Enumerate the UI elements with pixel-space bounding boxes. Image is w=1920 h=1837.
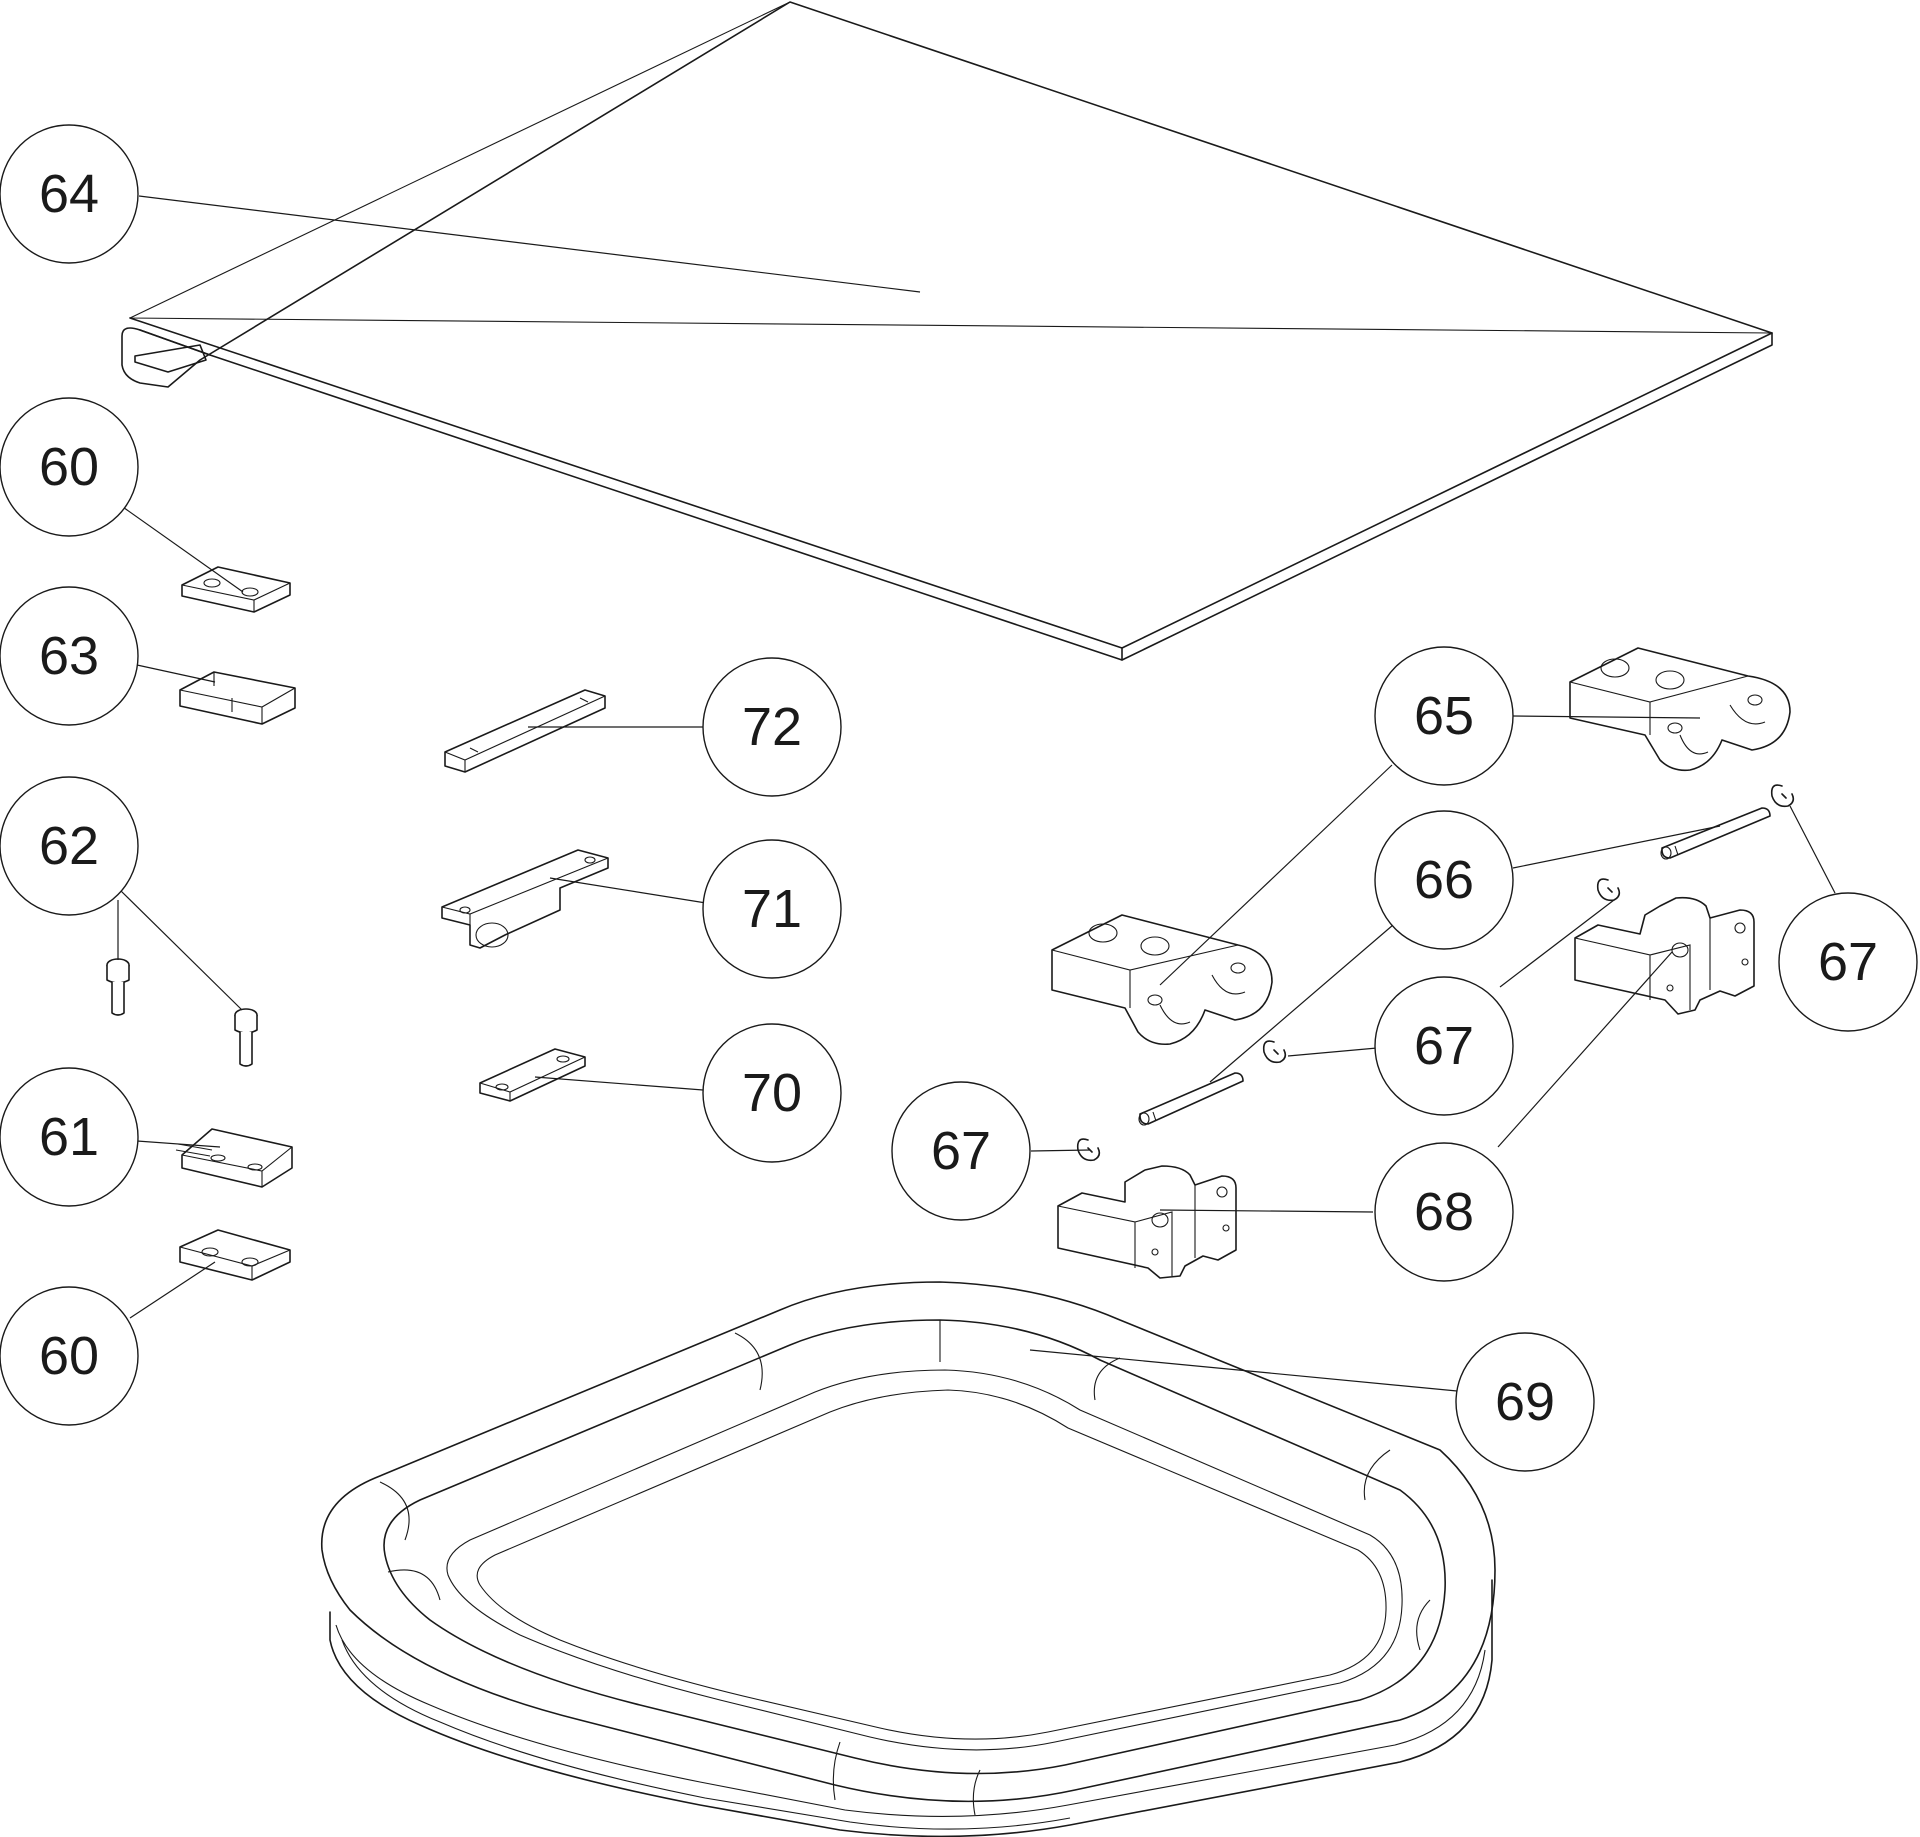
callout-61: 61 bbox=[0, 1067, 139, 1207]
part-61-switch-block bbox=[175, 1128, 293, 1188]
screw-left bbox=[106, 958, 130, 1016]
callout-67-left: 67 bbox=[891, 1081, 1031, 1221]
screw-right bbox=[234, 1008, 258, 1067]
callout-label: 66 bbox=[1414, 850, 1474, 910]
callout-label: 67 bbox=[1414, 1016, 1474, 1076]
callout-72: 72 bbox=[702, 657, 842, 797]
part-66-pin-lower bbox=[1138, 1072, 1244, 1126]
callout-69: 69 bbox=[1455, 1332, 1595, 1472]
part-67-clip-top-right bbox=[1770, 784, 1795, 808]
leader-67-left bbox=[1030, 1149, 1091, 1152]
leader-64 bbox=[138, 195, 921, 293]
leader-65-lower bbox=[1159, 764, 1393, 986]
callout-label: 64 bbox=[39, 164, 99, 224]
part-72-flat-strip bbox=[444, 689, 606, 773]
leader-66-lower bbox=[1209, 924, 1394, 1083]
part-68-leaf-upper bbox=[1574, 896, 1755, 1015]
callout-label: 71 bbox=[742, 879, 802, 939]
leader-69 bbox=[1029, 1349, 1458, 1392]
part-70-small-plate bbox=[479, 1048, 586, 1102]
part-65-hinge-lower bbox=[1051, 914, 1273, 1046]
part-68-leaf-lower bbox=[1057, 1165, 1237, 1279]
callout-label: 70 bbox=[742, 1063, 802, 1123]
part-69-gasket-frame bbox=[320, 1281, 1496, 1837]
callout-label: 60 bbox=[39, 1326, 99, 1386]
callout-67-center: 67 bbox=[1374, 976, 1514, 1116]
part-60-plate-lower bbox=[179, 1229, 291, 1281]
part-60-plate-upper bbox=[181, 566, 291, 613]
callout-label: 69 bbox=[1495, 1372, 1555, 1432]
leader-68-upper bbox=[1497, 951, 1673, 1148]
callout-label: 68 bbox=[1414, 1182, 1474, 1242]
callout-label: 72 bbox=[742, 697, 802, 757]
leader-62-right bbox=[119, 889, 243, 1011]
leader-67-center bbox=[1287, 1047, 1378, 1057]
part-66-pin-upper bbox=[1660, 807, 1771, 860]
callout-71: 71 bbox=[702, 839, 842, 979]
callout-label: 67 bbox=[931, 1121, 991, 1181]
part-64-lid-panel bbox=[121, 1, 1773, 661]
callout-label: 62 bbox=[39, 816, 99, 876]
callout-label: 63 bbox=[39, 626, 99, 686]
callout-70: 70 bbox=[702, 1023, 842, 1163]
callout-65: 65 bbox=[1374, 646, 1514, 786]
part-65-hinge-upper bbox=[1569, 647, 1791, 772]
leader-61 bbox=[136, 1140, 221, 1148]
part-62-screws bbox=[106, 958, 258, 1067]
leader-lines bbox=[117, 195, 1836, 1392]
callout-68: 68 bbox=[1374, 1142, 1514, 1282]
leader-66-upper bbox=[1512, 825, 1721, 869]
leader-71 bbox=[549, 877, 707, 904]
callout-label: 67 bbox=[1818, 932, 1878, 992]
leader-67-mid bbox=[1499, 899, 1615, 988]
callout-label: 61 bbox=[39, 1107, 99, 1167]
leader-63 bbox=[136, 664, 216, 683]
leader-60-lower bbox=[129, 1261, 216, 1319]
callout-63: 63 bbox=[0, 586, 139, 726]
part-67-clip-center bbox=[1262, 1040, 1287, 1064]
leader-68-lower bbox=[1159, 1209, 1374, 1213]
callout-67-right: 67 bbox=[1778, 892, 1918, 1032]
leader-70 bbox=[534, 1076, 704, 1091]
callout-64: 64 bbox=[0, 124, 139, 264]
part-71-bracket bbox=[441, 849, 609, 949]
leader-60-upper bbox=[119, 504, 244, 593]
part-67-clip-mid bbox=[1596, 878, 1621, 902]
callout-66: 66 bbox=[1374, 810, 1514, 950]
callout-60-upper: 60 bbox=[0, 397, 139, 537]
leader-65-upper bbox=[1512, 715, 1701, 719]
leader-67-right bbox=[1789, 805, 1836, 894]
callout-60-lower: 60 bbox=[0, 1286, 139, 1426]
callout-62: 62 bbox=[0, 776, 139, 916]
callout-label: 60 bbox=[39, 437, 99, 497]
callout-label: 65 bbox=[1414, 686, 1474, 746]
part-63-latch-block bbox=[179, 671, 296, 725]
